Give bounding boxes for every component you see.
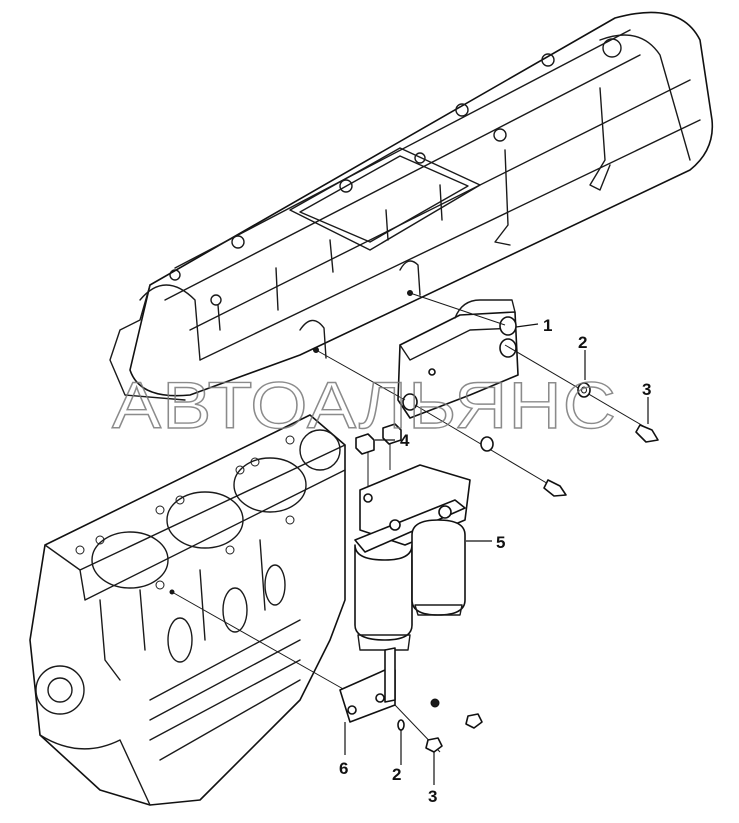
loose-washer-and-bolt [430, 698, 483, 729]
bolt-part-3-lower [425, 737, 443, 753]
fuel-filter-assembly-part-5 [354, 464, 471, 651]
callout-2-lower: 2 [392, 765, 401, 784]
filter-bracket-part-1 [397, 299, 519, 419]
assembly-lines [171, 292, 651, 753]
callout-5: 5 [496, 533, 505, 552]
watermark-text: АВТОАЛЬЯНС [112, 368, 617, 442]
callout-2-upper: 2 [578, 333, 587, 352]
lower-bracket-part-6 [339, 647, 396, 723]
cylinder-head-cover [109, 11, 714, 401]
callout-3-lower: 3 [428, 787, 437, 806]
bolt-part-4 [355, 423, 402, 455]
callout-3-upper: 3 [642, 380, 651, 399]
washer-part-2-upper [480, 382, 591, 452]
callout-1: 1 [543, 316, 552, 335]
callout-6: 6 [339, 759, 348, 778]
washer-part-2-lower [397, 719, 405, 731]
callout-4: 4 [400, 431, 410, 450]
callout-labels: 1 2 3 4 5 6 2 3 [339, 316, 651, 806]
bolt-part-3-upper [543, 424, 659, 497]
engine-block [29, 414, 346, 806]
callout-leader-lines [344, 323, 649, 785]
